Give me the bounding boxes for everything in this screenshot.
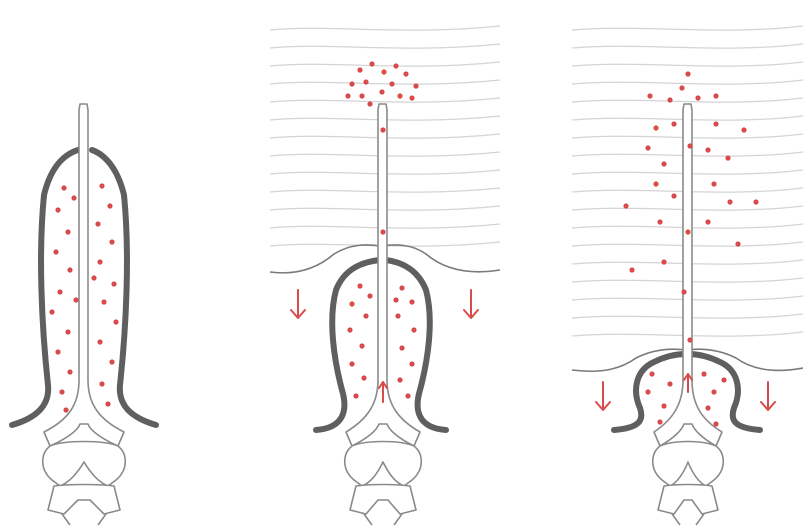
down-arrow-right-2 (464, 290, 478, 318)
down-arrow-right-3 (761, 382, 775, 410)
down-arrow-left-2 (291, 290, 305, 318)
panel-stage-3 (572, 26, 803, 525)
structure-2 (345, 104, 422, 525)
structure-3 (653, 104, 724, 525)
panel-stage-1 (12, 104, 156, 525)
down-arrow-left-3 (596, 382, 610, 410)
panel-stage-2 (270, 26, 500, 525)
